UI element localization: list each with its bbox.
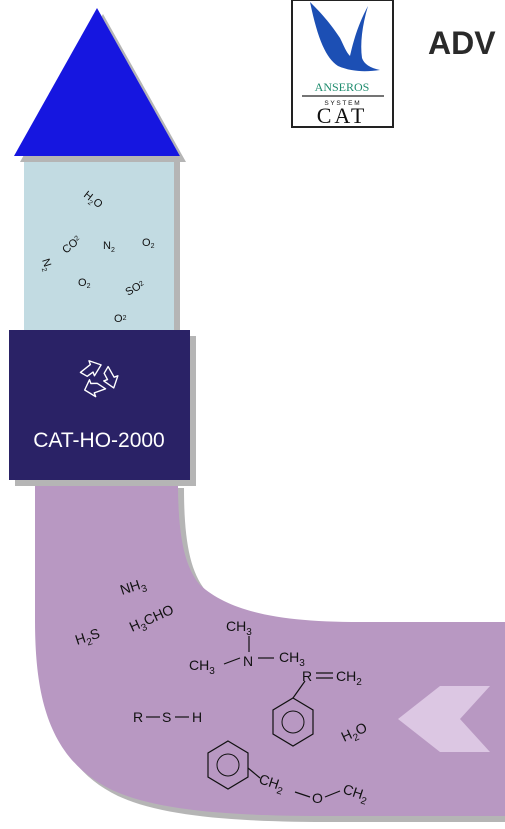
styrene-derivative: R CH2 — [272, 668, 362, 747]
bird-icon — [310, 2, 380, 72]
page-title: ADV — [428, 25, 496, 61]
svg-text:CH2: CH2 — [336, 668, 362, 688]
gas-o2: O2 — [114, 313, 127, 325]
recycle-arrows-icon — [79, 360, 119, 398]
svg-text:CH2: CH2 — [256, 771, 287, 798]
svg-text:O: O — [312, 790, 323, 806]
unit-label: CAT-HO-2000 — [33, 429, 165, 452]
gas-n2-rotated: N2 — [37, 257, 54, 273]
anseros-logo: ANSEROS S Y S T E M CAT — [291, 0, 394, 128]
logo-system: S Y S T E M — [324, 100, 359, 107]
svg-text:CH3: CH3 — [279, 649, 305, 669]
thiol: R S H — [133, 709, 202, 725]
svg-text:N: N — [243, 653, 253, 669]
svg-text:CH2: CH2 — [340, 781, 371, 808]
logo-cat: CAT — [317, 103, 368, 128]
cat-ho-2000-unit — [9, 330, 190, 480]
gas-o2: O2 — [78, 277, 91, 290]
gas-o2: O2 — [142, 237, 155, 250]
svg-text:R: R — [133, 709, 143, 725]
pollutant-nh3: NH3 — [118, 575, 149, 602]
gas-h2o: H2O — [80, 189, 105, 213]
trimethylamine: CH3 CH3 N CH3 — [189, 618, 305, 677]
inlet-arrow — [398, 686, 490, 752]
benzyl-ether: CH2 O CH2 — [207, 740, 371, 808]
svg-text:H: H — [192, 709, 202, 725]
svg-text:CH3: CH3 — [226, 618, 252, 638]
pollutants: NH3 H2S H3CHO CH3 CH3 N CH3 R S H — [73, 575, 371, 808]
svg-text:R: R — [302, 668, 312, 684]
clean-gases: H2O CO2 N2 O2 N2 O2 SO2 O2 — [37, 189, 155, 325]
clean-air-column — [24, 148, 174, 338]
outlet-arrow-head — [14, 8, 180, 156]
polluted-air-flow — [35, 482, 505, 816]
logo-brand: ANSEROS — [315, 80, 370, 94]
svg-text:CH3: CH3 — [189, 657, 215, 677]
gas-n2: N2 — [103, 240, 115, 254]
svg-text:S: S — [162, 709, 171, 725]
